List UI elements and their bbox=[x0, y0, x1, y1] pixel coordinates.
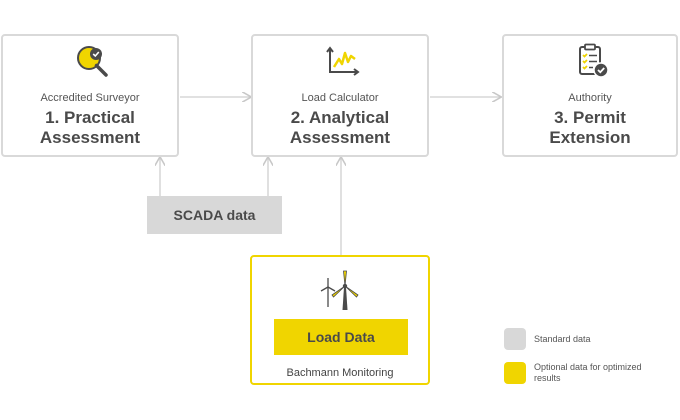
wind-turbine-icon bbox=[320, 270, 359, 310]
box-title-line: 2. Analytical bbox=[290, 108, 390, 127]
box-title-line: 3. Permit bbox=[554, 108, 626, 127]
clipboard-check-icon bbox=[579, 43, 609, 78]
box-role: Authority bbox=[568, 92, 612, 104]
magnifier-check-icon bbox=[77, 46, 108, 77]
box-role: Load Calculator bbox=[301, 92, 379, 104]
box-title-line: Assessment bbox=[39, 128, 141, 147]
box-title-line: 1. Practical bbox=[45, 108, 135, 127]
bachmann-monitoring-label: Bachmann Monitoring bbox=[286, 367, 394, 379]
chart-axes-icon bbox=[326, 46, 360, 76]
box-title: 3. Permit Extension bbox=[504, 108, 676, 148]
box-title: 1. Practical Assessment bbox=[3, 108, 177, 148]
box-role: Accredited Surveyor bbox=[40, 92, 140, 104]
practical-assessment-box: Accredited Surveyor 1. Practical Assessm… bbox=[1, 34, 179, 157]
legend-swatch-gray bbox=[504, 328, 526, 350]
box-title: 2. Analytical Assessment bbox=[253, 108, 427, 148]
permit-extension-box: Authority 3. Permit Extension bbox=[502, 34, 678, 157]
box-title-line: Assessment bbox=[289, 128, 391, 147]
scada-data-box: SCADA data bbox=[147, 196, 282, 234]
legend-swatch-yellow bbox=[504, 362, 526, 384]
legend-label: Standard data bbox=[534, 333, 591, 344]
load-data-button[interactable]: Load Data bbox=[274, 319, 408, 355]
analytical-assessment-box: Load Calculator 2. Analytical Assessment bbox=[251, 34, 429, 157]
legend-item-standard: Standard data bbox=[504, 328, 644, 350]
legend-label: Optional data for optimized results bbox=[534, 362, 642, 383]
box-title-line: Extension bbox=[549, 128, 631, 147]
legend-item-optional: Optional data for optimized results bbox=[504, 362, 644, 384]
bachmann-monitoring-box: Load Data Bachmann Monitoring bbox=[250, 255, 430, 385]
